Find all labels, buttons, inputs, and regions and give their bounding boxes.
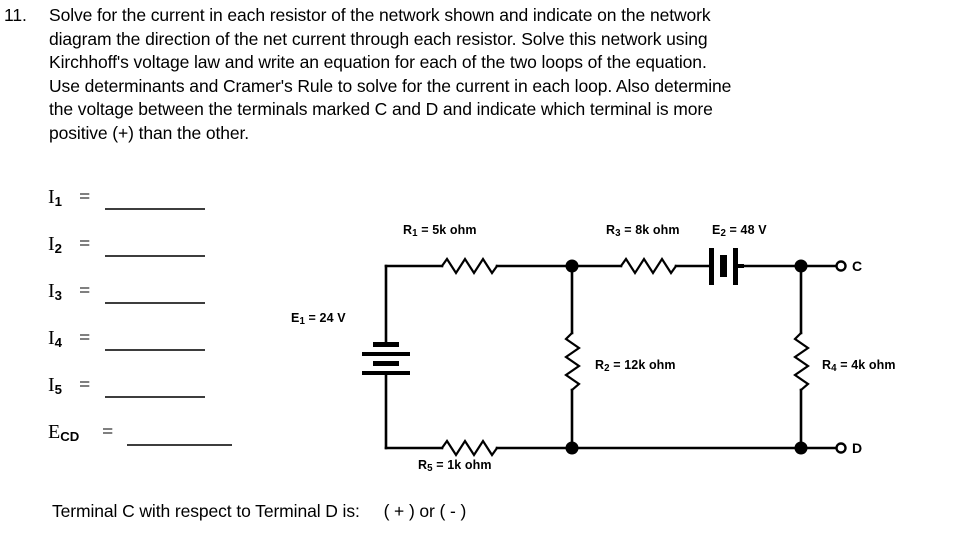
answer-label-i1: I1 <box>48 186 63 209</box>
equals-sign-i1: = <box>79 186 91 208</box>
label-r2-value: = 12k ohm <box>613 358 676 372</box>
resistor-r2-symbol <box>564 331 581 392</box>
label-r5-sub: 5 <box>427 463 433 474</box>
label-r3-sub: 3 <box>615 228 621 239</box>
equals-sign-i2: = <box>79 233 91 255</box>
answer-blank-ecd[interactable] <box>127 444 232 446</box>
label-r5-value: = 1k ohm <box>436 458 492 472</box>
equals-sign-i4: = <box>79 327 91 349</box>
label-e2: E2 = 48 V <box>712 223 767 239</box>
terminal-label-c: C <box>852 258 863 274</box>
label-r4-sub: 4 <box>831 363 837 374</box>
label-e2-value: = 48 V <box>729 223 767 237</box>
label-r2: R2 = 12k ohm <box>595 358 676 374</box>
equals-sign-ecd: = <box>102 421 114 443</box>
terminal-posts <box>835 260 847 454</box>
answer-blanks-list: I1 = I2 = I3 = I4 = I5 = ECD = <box>48 186 278 468</box>
answer-blank-i5[interactable] <box>105 396 205 398</box>
label-e1: E1 = 24 V <box>291 311 346 327</box>
footer-question: Terminal C with respect to Terminal D is… <box>52 501 467 521</box>
circuit-diagram: R1 = 5k ohm R3 = 8k ohm E2 = 48 V E1 = 2… <box>275 215 962 485</box>
answer-row-ecd: ECD = <box>48 421 278 468</box>
answer-blank-i1[interactable] <box>105 208 205 210</box>
answer-sub-i2: 2 <box>54 241 63 256</box>
node-top-middle <box>565 259 579 273</box>
answer-sub-ecd: CD <box>60 429 80 444</box>
label-r4-value: = 4k ohm <box>840 358 896 372</box>
answer-label-i5: I5 <box>48 374 63 397</box>
resistor-r4-symbol <box>793 331 810 392</box>
label-r5: R5 = 1k ohm <box>418 458 492 474</box>
problem-text: Solve for the current in each resistor o… <box>49 5 732 143</box>
answer-blank-i4[interactable] <box>105 349 205 351</box>
label-e1-value: = 24 V <box>308 311 346 325</box>
label-e1-sub: 1 <box>299 316 305 327</box>
label-r1-sub: 1 <box>412 228 418 239</box>
battery-e2-symbol <box>709 248 744 285</box>
label-r4: R4 = 4k ohm <box>822 358 896 374</box>
answer-row-i1: I1 = <box>48 186 278 233</box>
answer-blank-i2[interactable] <box>105 255 205 257</box>
answer-sub-i1: 1 <box>54 194 63 209</box>
equals-sign-i3: = <box>79 280 91 302</box>
label-r3: R3 = 8k ohm <box>606 223 680 239</box>
answer-label-i4: I4 <box>48 327 63 350</box>
answer-label-i3: I3 <box>48 280 63 303</box>
answer-row-i5: I5 = <box>48 374 278 421</box>
answer-blank-i3[interactable] <box>105 302 205 304</box>
label-r1: R1 = 5k ohm <box>403 223 477 239</box>
answer-sub-i4: 4 <box>54 335 63 350</box>
label-r3-value: = 8k ohm <box>624 223 680 237</box>
problem-number: 11. <box>4 5 27 25</box>
node-top-right <box>794 259 808 273</box>
junction-nodes <box>565 259 808 455</box>
label-r2-sub: 2 <box>604 363 610 374</box>
battery-e1-symbol <box>362 342 410 375</box>
answer-sub-i5: 5 <box>54 382 63 397</box>
equals-sign-i5: = <box>79 374 91 396</box>
terminal-c-post <box>835 260 847 272</box>
answer-row-i3: I3 = <box>48 280 278 327</box>
resistor-r1-symbol <box>440 256 499 276</box>
circuit-svg <box>362 248 847 458</box>
terminal-label-d: D <box>852 440 863 456</box>
answer-sub-i3: 3 <box>54 288 63 303</box>
resistor-r5-symbol <box>440 438 499 458</box>
answer-row-i4: I4 = <box>48 327 278 374</box>
resistor-r3-symbol <box>619 256 678 276</box>
answer-row-i2: I2 = <box>48 233 278 280</box>
label-r1-value: = 5k ohm <box>421 223 477 237</box>
label-e2-sub: 2 <box>720 228 726 239</box>
terminal-d-post <box>835 442 847 454</box>
node-bottom-middle <box>565 441 579 455</box>
node-bottom-right <box>794 441 808 455</box>
answer-label-i2: I2 <box>48 233 63 256</box>
answer-label-ecd: ECD <box>48 421 80 444</box>
